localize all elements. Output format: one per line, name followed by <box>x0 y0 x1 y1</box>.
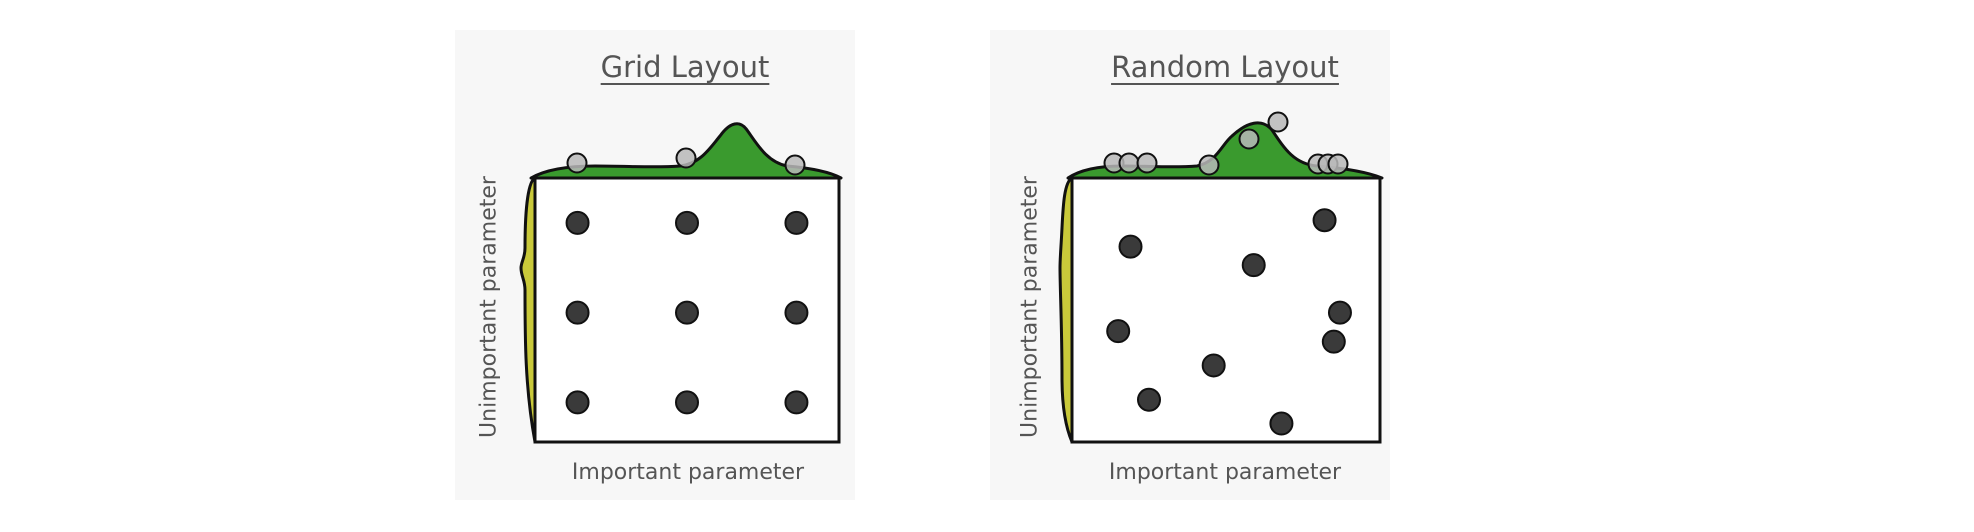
grid-sample-point-6 <box>565 390 590 415</box>
random-marginal-point-5 <box>1267 111 1289 133</box>
random-marginal-point-3 <box>1198 154 1220 176</box>
random-sample-point-7 <box>1137 387 1161 412</box>
random-sample-point-5 <box>1321 329 1346 354</box>
random-layout-ylabel: Unimportant parameter <box>1017 176 1043 438</box>
grid-layout-ylabel: Unimportant parameter <box>476 176 502 438</box>
grid-sample-point-2 <box>784 210 809 235</box>
random-marginal-point-2 <box>1136 152 1158 174</box>
grid-marginal-point-0 <box>566 152 588 174</box>
grid-unimportant-density-curve <box>519 176 537 444</box>
grid-sample-point-1 <box>675 210 699 235</box>
random-sample-point-4 <box>1201 353 1226 378</box>
grid-sample-point-3 <box>565 300 590 325</box>
random-marginal-point-8 <box>1327 153 1349 175</box>
random-marginal-point-1 <box>1118 152 1140 174</box>
grid-layout-xlabel: Important parameter <box>571 460 805 485</box>
grid-marginal-point-1 <box>675 147 697 169</box>
random-sample-point-0 <box>1118 234 1143 259</box>
random-layout-title: Random Layout <box>1111 50 1339 84</box>
random-sample-point-3 <box>1106 319 1131 344</box>
grid-sample-point-4 <box>675 300 699 325</box>
random-sample-point-2 <box>1312 208 1337 233</box>
grid-sample-point-5 <box>784 300 809 325</box>
random-sample-point-8 <box>1269 411 1294 436</box>
random-marginal-point-4 <box>1238 128 1260 150</box>
grid-sample-point-0 <box>565 210 590 235</box>
grid-marginal-point-2 <box>784 154 806 176</box>
random-layout-xlabel: Important parameter <box>1108 460 1342 485</box>
random-sample-point-1 <box>1241 253 1266 278</box>
random-unimportant-density-curve <box>1058 176 1074 444</box>
grid-sample-point-8 <box>784 390 809 415</box>
grid-layout-title: Grid Layout <box>600 50 770 84</box>
grid-sample-point-7 <box>675 390 699 415</box>
random-sample-point-6 <box>1327 300 1352 325</box>
